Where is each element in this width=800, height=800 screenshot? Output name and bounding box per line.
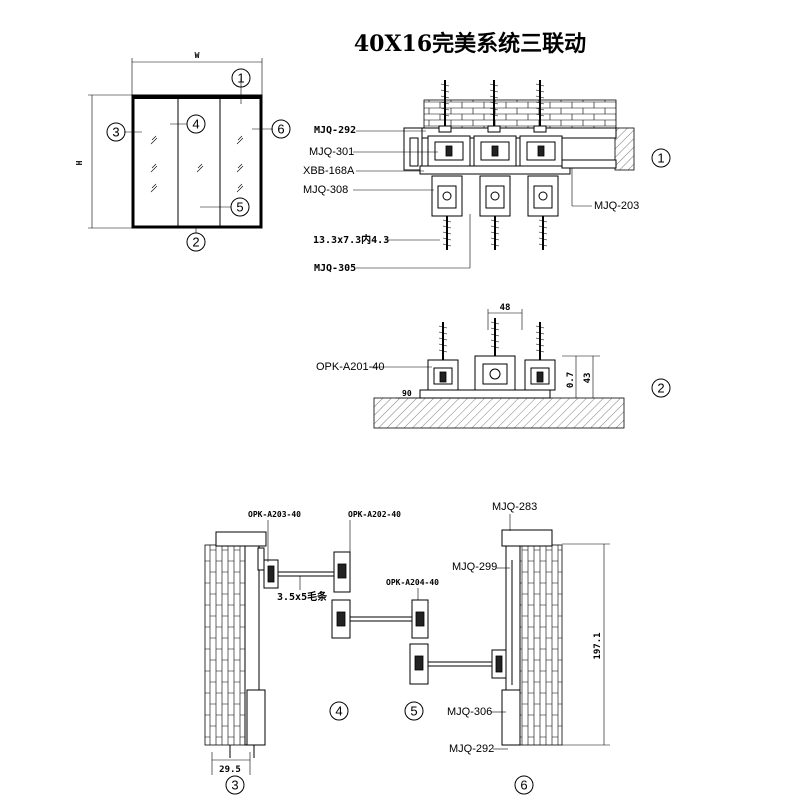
page-title: 40X16完美系统三联动 [354, 31, 586, 57]
label-xbb-168a: XBB-168A [303, 165, 355, 177]
label-opk-a203: OPK-A203-40 [248, 510, 301, 519]
label-mjq-283: MJQ-283 [492, 501, 537, 513]
door-elevation: W H 1 2 3 4 [75, 51, 291, 252]
label-mjq-308: MJQ-308 [303, 184, 348, 196]
dim-43: 43 [583, 373, 593, 384]
dim-29-5: 29.5 [219, 765, 241, 775]
section-3-marker-6: 6 [520, 778, 527, 793]
label-brush-strip: 3.5x5毛条 [277, 590, 328, 603]
label-mjq-305: MJQ-305 [314, 263, 356, 274]
section-3-plan-detail: 197.1 29.5 OPK-A203-40 OPK-A202-40 OPK-A… [204, 501, 610, 795]
label-opk-a201: OPK-A201-40 [316, 361, 384, 373]
label-mjq-203: MJQ-203 [594, 200, 639, 212]
dim-197-1: 197.1 [593, 632, 603, 659]
section-3-marker-3: 3 [231, 778, 238, 793]
label-mjq-292: MJQ-292 [314, 125, 356, 136]
label-mjq-299: MJQ-299 [452, 561, 497, 573]
section-2-marker: 2 [657, 381, 664, 396]
elev-marker-1: 1 [237, 71, 244, 86]
label-mjq-301: MJQ-301 [309, 146, 354, 158]
elev-marker-2: 2 [192, 235, 199, 250]
label-opk-a202: OPK-A202-40 [348, 510, 401, 519]
elev-marker-3: 3 [112, 125, 119, 140]
section-1-marker: 1 [657, 151, 664, 166]
section-3-marker-4: 4 [335, 704, 342, 719]
width-dim-label: W [195, 51, 200, 60]
section-1-head-detail: MJQ-292 MJQ-301 XBB-168A MJQ-308 13.3x7.… [303, 80, 671, 274]
label-opk-a204: OPK-A204-40 [386, 578, 439, 587]
dim-48: 48 [500, 303, 511, 313]
label-mjq-306: MJQ-306 [447, 706, 492, 718]
label-screw: 13.3x7.3内4.3 [313, 233, 389, 246]
dim-0-7: 0.7 [566, 372, 576, 388]
section-2-sill-detail: 48 0.7 43 90 OPK-A201-40 2 [316, 303, 671, 429]
dim-90: 90 [402, 389, 412, 398]
height-dim-label: H [75, 160, 84, 165]
label-mjq-292-b: MJQ-292 [449, 743, 494, 755]
section-3-marker-5: 5 [410, 704, 417, 719]
elev-marker-4: 4 [192, 117, 199, 132]
elev-marker-6: 6 [277, 122, 284, 137]
elev-marker-5: 5 [236, 200, 243, 215]
